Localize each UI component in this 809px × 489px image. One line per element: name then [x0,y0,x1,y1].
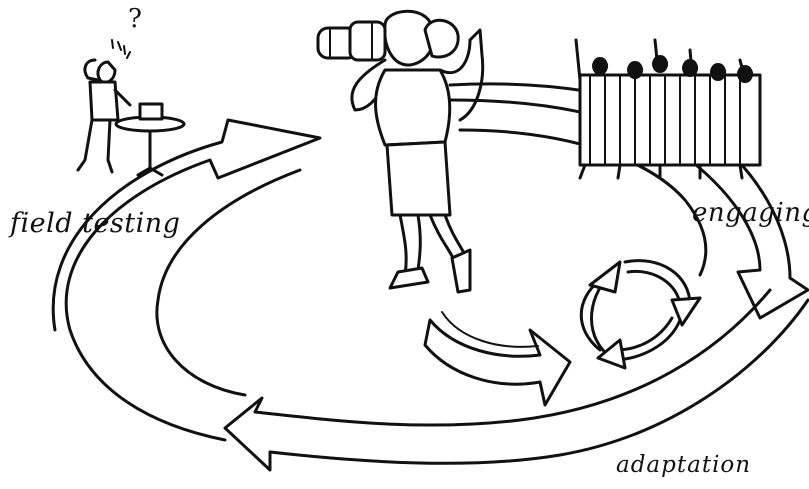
refresh-cycle-icon [581,261,700,368]
question-mark-icon: ? [128,4,142,34]
label-adaptation: adaptation [616,452,751,478]
label-engaging: engaging [692,198,809,228]
field-tester-figure [78,40,184,175]
outer-cycle-left-arrow [53,120,320,440]
label-field-testing: field testing [10,208,180,239]
outer-cycle-left-inner-edge [157,170,300,395]
woman-with-binoculars [318,11,483,292]
crowd-figures [576,40,760,178]
curved-arrow-icon [425,320,570,405]
